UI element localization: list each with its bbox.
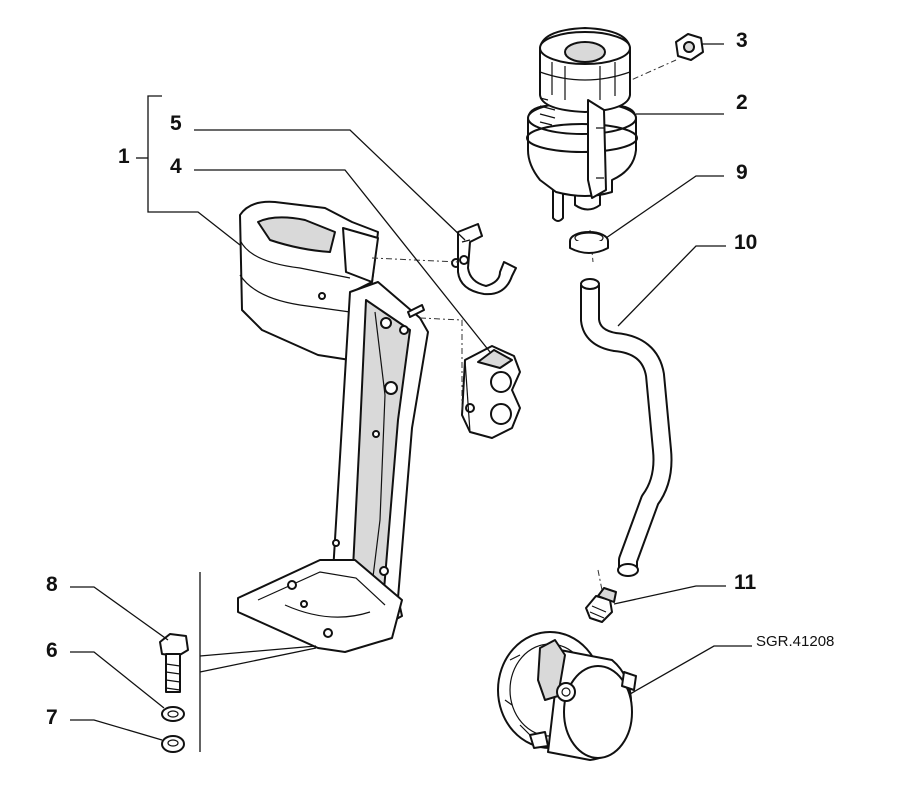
callout-10: 10 [734, 231, 758, 254]
callout-5: 5 [170, 112, 182, 135]
spring-washer-part [161, 706, 185, 722]
hose-part [580, 278, 673, 577]
callout-6: 6 [46, 639, 58, 662]
hose-clamp-part [569, 231, 609, 254]
callout-11: 11 [734, 571, 757, 594]
callout-2: 2 [736, 91, 748, 114]
union-fitting-part [585, 587, 617, 623]
bracket-clip-part [457, 223, 517, 296]
bolt-part [159, 633, 189, 693]
flat-washer-part [161, 735, 185, 753]
mounting-bracket-part [237, 200, 461, 653]
callout-4: 4 [170, 155, 182, 178]
callout-8: 8 [46, 573, 58, 596]
double-clamp-part [461, 345, 521, 439]
leader-lines [70, 43, 752, 752]
reference-code: SGR.41208 [756, 633, 835, 650]
callout-1: 1 [118, 145, 130, 168]
power-steering-pump-part [497, 631, 637, 761]
nut-part [675, 33, 704, 61]
callout-9: 9 [736, 161, 748, 184]
callout-3: 3 [736, 29, 748, 52]
fluid-reservoir-part [526, 27, 638, 222]
callout-7: 7 [46, 706, 58, 729]
